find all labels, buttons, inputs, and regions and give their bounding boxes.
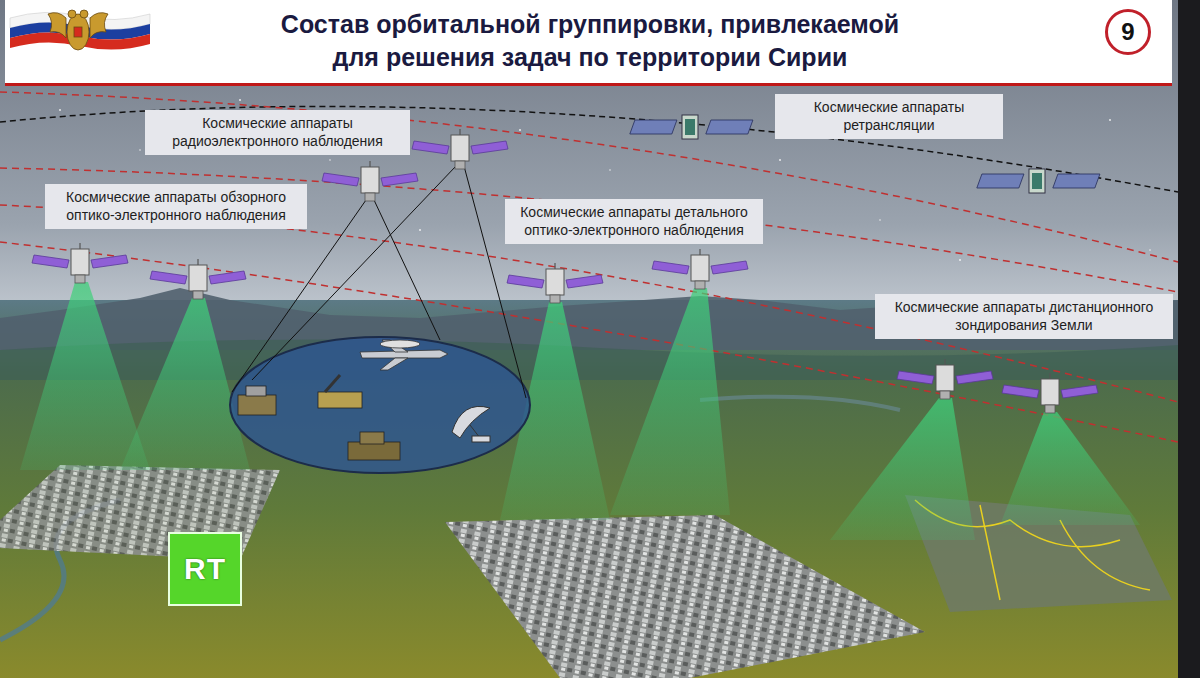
landscape — [0, 288, 1178, 678]
label-box: Космические аппараты радиоэлектронного н… — [145, 110, 410, 155]
label-box: Космические аппараты обзорного оптико-эл… — [45, 184, 307, 229]
label-text: Космические аппараты детального оптико-э… — [513, 204, 755, 239]
label-text: Космические аппараты дистанционного зонд… — [883, 299, 1165, 334]
label-text: Космические аппараты радиоэлектронного н… — [153, 115, 402, 150]
emblem — [10, 10, 150, 50]
label-box: Космические аппараты детального оптико-э… — [505, 199, 763, 244]
satellites — [32, 115, 1100, 413]
label-text: Космические аппараты ретрансляции — [783, 99, 995, 134]
slide-title: Состав орбитальной группировки, привлека… — [200, 8, 980, 73]
ground-assets — [230, 337, 530, 473]
callout-number: 9 — [1121, 18, 1134, 46]
header-bar — [5, 0, 1172, 86]
label-box: Космические аппараты дистанционного зонд… — [875, 294, 1173, 339]
watermark-logo: RT — [168, 532, 242, 606]
label-text: Космические аппараты обзорного оптико-эл… — [53, 189, 299, 224]
label-box: Космические аппараты ретрансляции — [775, 94, 1003, 139]
page-number: 9 — [1105, 9, 1151, 55]
